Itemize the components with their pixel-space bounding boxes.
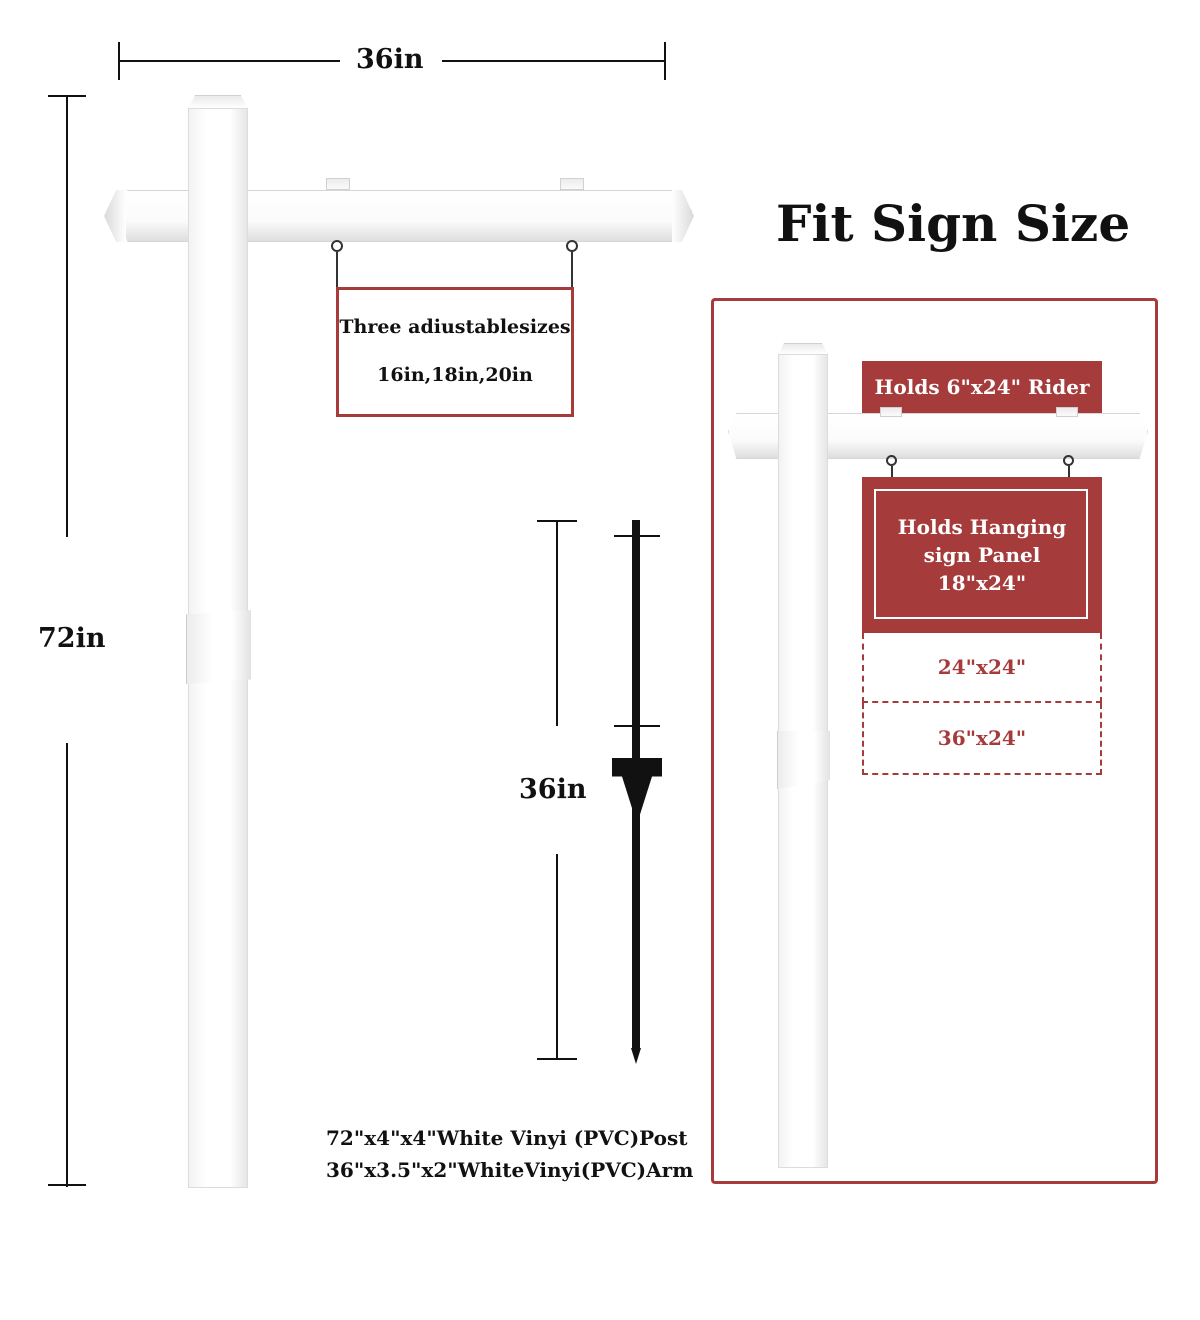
dimension-line-left xyxy=(118,60,340,62)
stake-tick-bottom xyxy=(537,1058,577,1060)
rider-sign: Holds 6"x24" Rider xyxy=(862,361,1102,413)
panel-line-1: Holds Hanging xyxy=(897,515,1067,539)
arm-width-dimension: 36in xyxy=(118,40,666,82)
panel-line-2: sign Panel xyxy=(923,543,1041,567)
ground-stake xyxy=(600,520,680,1065)
post-height-label: 72in xyxy=(38,623,106,654)
panel-post-over-arm xyxy=(778,407,828,463)
stake-bracket xyxy=(612,758,662,816)
size-option-36x24: 36"x24" xyxy=(862,703,1102,775)
post-height-dimension: 72in xyxy=(30,95,130,1187)
hanging-sign-inner-border xyxy=(874,489,1088,619)
post-over-arm xyxy=(188,180,248,246)
hanging-sign-outline: Three adiustablesizes 16in,18in,20in xyxy=(336,287,574,417)
post-cap xyxy=(188,95,248,109)
stake-tip xyxy=(631,1048,641,1064)
panel-hook-left xyxy=(886,455,897,466)
panel-chain-right xyxy=(1068,466,1070,478)
stake-line-lower xyxy=(556,854,558,1060)
panel-line-3: 18"x24" xyxy=(937,571,1027,595)
panel-post-sleeve xyxy=(777,731,830,789)
stake-crossbar-mid xyxy=(614,725,660,727)
arm-end-cap-left xyxy=(104,190,126,242)
dimension-line-lower xyxy=(66,743,68,1187)
chain-right xyxy=(571,252,573,288)
post-sleeve xyxy=(186,610,251,684)
arm-end-cap-right xyxy=(672,190,694,242)
hanging-sign-panel: Holds Hanging sign Panel 18"x24" xyxy=(862,477,1102,633)
panel-rider-clip-left xyxy=(880,407,902,417)
dimension-tick-right xyxy=(664,42,666,80)
hook-left xyxy=(331,240,343,252)
stake-line-upper xyxy=(556,520,558,726)
dimension-line-upper xyxy=(66,95,68,537)
post-spec: 72"x4"x4"White Vinyi (PVC)Post xyxy=(326,1126,688,1150)
stake-dimension: 36in xyxy=(515,520,615,1065)
panel-hook-right xyxy=(1063,455,1074,466)
fit-sign-size-title: Fit Sign Size xyxy=(776,194,1131,253)
main-post-illustration xyxy=(104,95,694,1188)
stake-length-label: 36in xyxy=(519,774,587,805)
arm-width-label: 36in xyxy=(356,44,424,75)
rider-clip-right xyxy=(560,178,584,190)
fit-sign-size-panel: Holds 6"x24" Rider Holds Hanging sign Pa… xyxy=(711,298,1158,1184)
panel-rider-clip-right xyxy=(1056,407,1078,417)
arm-spec: 36"x3.5"x2"WhiteVinyi(PVC)Arm xyxy=(326,1158,694,1182)
hook-right xyxy=(566,240,578,252)
rider-clip-left xyxy=(326,178,350,190)
dimension-line-right xyxy=(442,60,664,62)
chain-left xyxy=(336,252,338,288)
dimension-tick-bottom xyxy=(48,1184,86,1186)
panel-chain-left xyxy=(891,466,893,478)
size-option-24x24: 24"x24" xyxy=(862,633,1102,703)
adjustable-sizes-label: Three adiustablesizes xyxy=(339,316,571,338)
stake-crossbar-top xyxy=(614,535,660,537)
adjustable-sizes-values: 16in,18in,20in xyxy=(377,364,533,386)
